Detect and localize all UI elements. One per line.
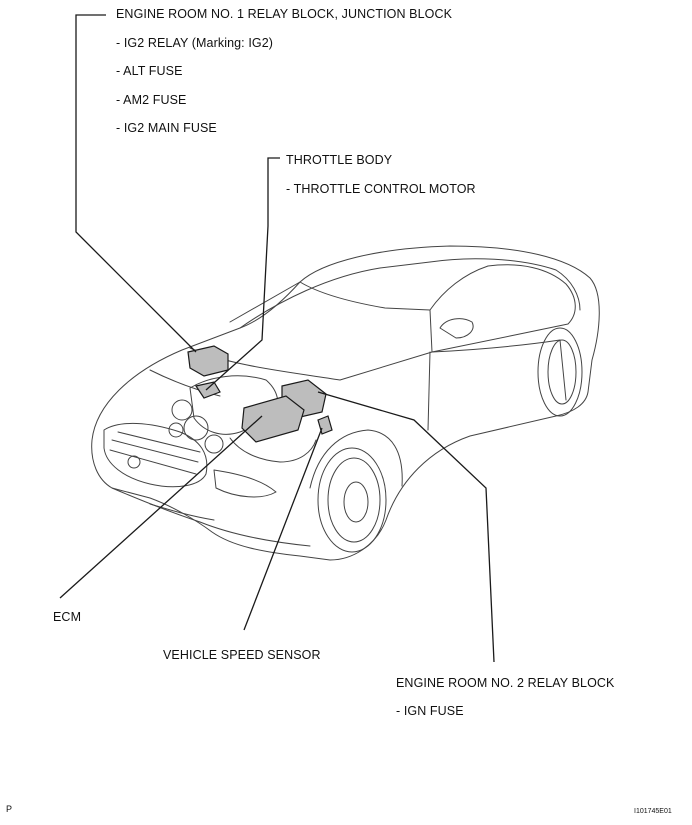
relay-block-1-item-3: - AM2 FUSE — [116, 93, 187, 107]
highlighted-components — [187, 345, 333, 443]
car-outline — [91, 245, 600, 561]
relay-block-2-title: ENGINE ROOM NO. 2 RELAY BLOCK — [396, 676, 615, 690]
figure-code: I101745E01 — [634, 808, 672, 815]
leader-lines — [59, 14, 495, 663]
throttle-body-component — [195, 381, 221, 399]
leader-ecm — [59, 415, 263, 599]
relay-block-1-item-4: - IG2 MAIN FUSE — [116, 121, 217, 135]
leader-relay-block-1 — [75, 14, 197, 353]
leader-relay-block-2 — [317, 391, 495, 663]
vehicle-speed-sensor-label: VEHICLE SPEED SENSOR — [163, 648, 321, 662]
corner-mark: P — [6, 804, 13, 814]
relay-block-1-item-2: - ALT FUSE — [116, 64, 183, 78]
ecm-label: ECM — [53, 610, 82, 624]
leader-vehicle-speed-sensor — [243, 427, 323, 631]
ecm-component — [241, 395, 305, 443]
leader-throttle-body — [205, 157, 280, 391]
throttle-body-item-1: - THROTTLE CONTROL MOTOR — [286, 182, 476, 196]
relay-block-1-item-1: - IG2 RELAY (Marking: IG2) — [116, 36, 274, 50]
relay-block-2-item-1: - IGN FUSE — [396, 704, 464, 718]
throttle-body-title: THROTTLE BODY — [286, 153, 393, 167]
relay-block-1-title: ENGINE ROOM NO. 1 RELAY BLOCK, JUNCTION … — [116, 7, 453, 21]
